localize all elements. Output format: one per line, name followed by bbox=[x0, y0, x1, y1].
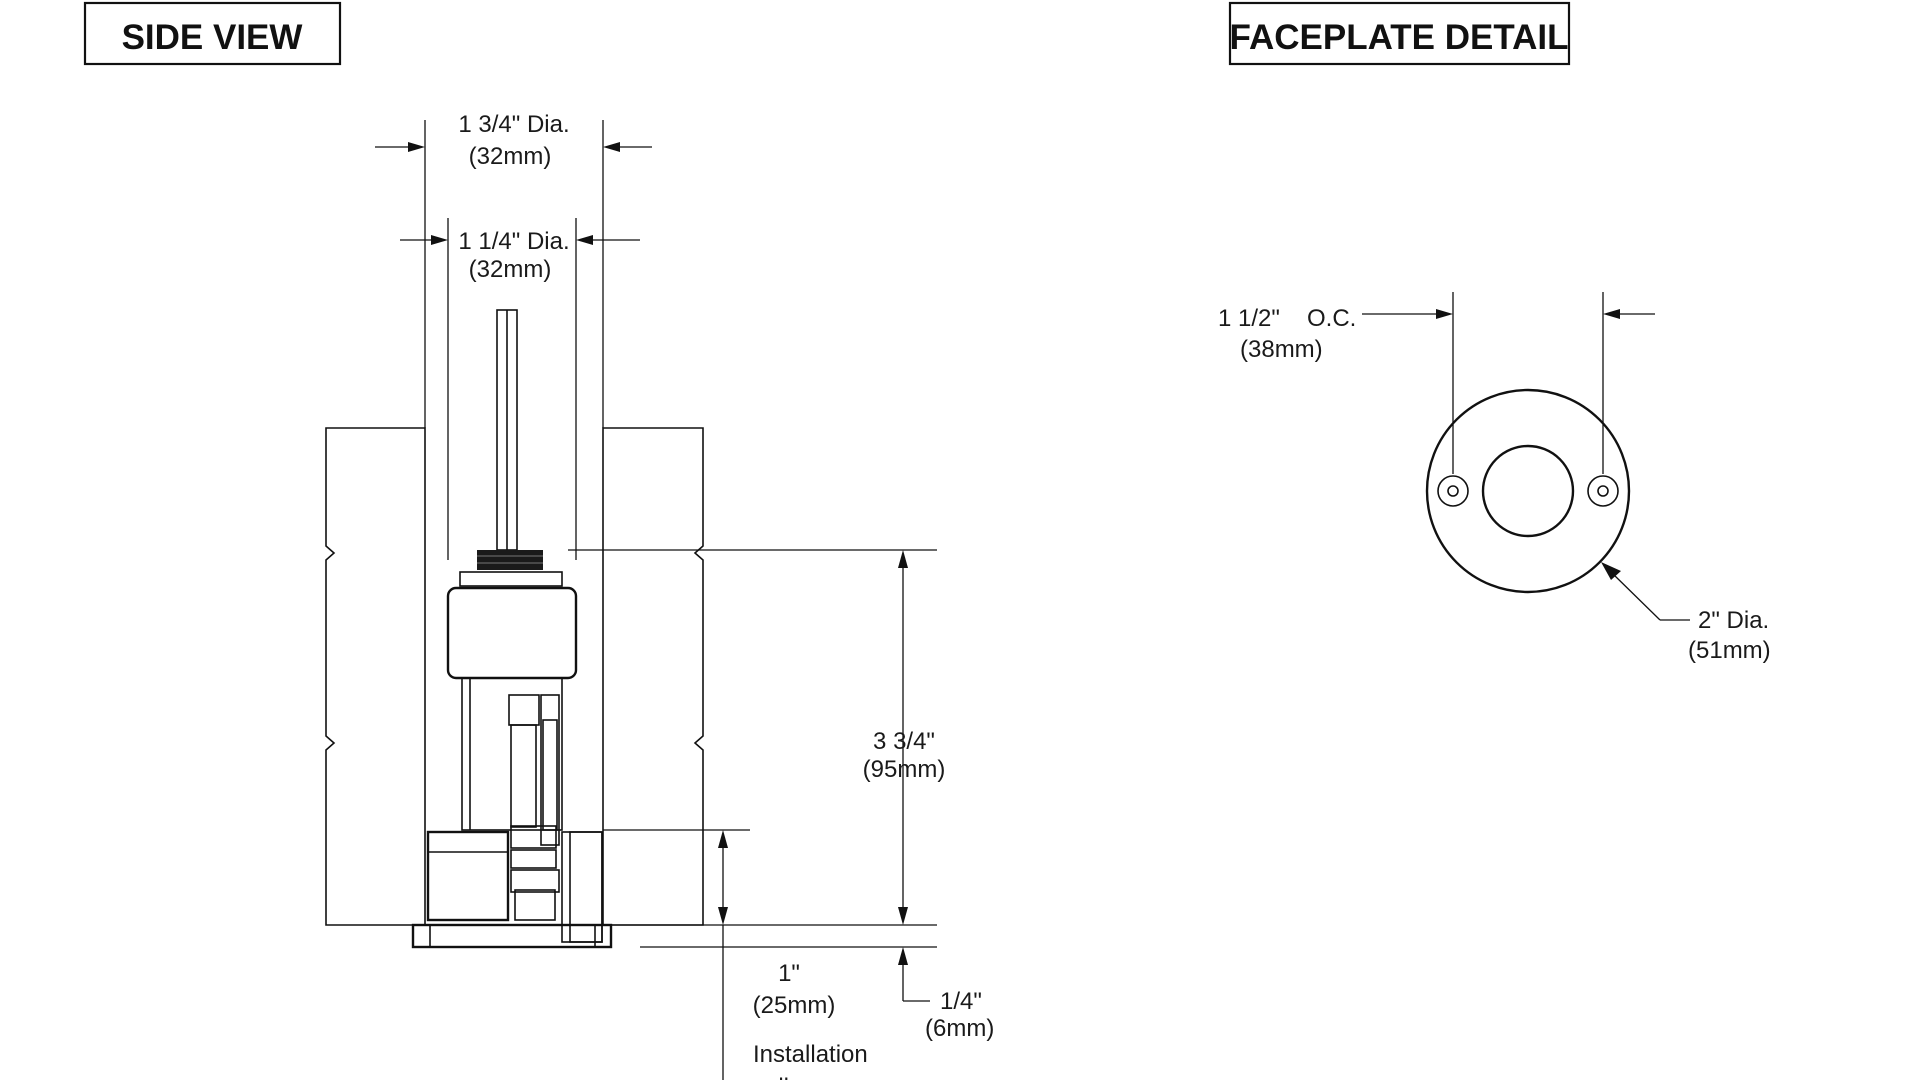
faceplate-flange bbox=[411, 923, 613, 949]
svg-text:O.C.: O.C. bbox=[1307, 305, 1356, 332]
screw-hole-right bbox=[1587, 475, 1619, 507]
height-dimension: 3 3/4" (95mm) bbox=[863, 550, 946, 925]
installation-collar bbox=[426, 830, 510, 922]
svg-text:SIDE VIEW: SIDE VIEW bbox=[122, 18, 303, 57]
extension-lines bbox=[424, 120, 937, 948]
svg-text:(6mm): (6mm) bbox=[925, 1015, 994, 1042]
svg-text:(32mm): (32mm) bbox=[469, 256, 552, 283]
svg-text:(25mm): (25mm) bbox=[753, 992, 836, 1019]
outer-diameter-dimension: 1 3/4" Dia. (32mm) bbox=[375, 111, 652, 170]
sensor-internals bbox=[508, 694, 560, 921]
sensor-body bbox=[461, 677, 563, 831]
hole-spacing-dimension: 1 1/2" O.C. (38mm) bbox=[1218, 292, 1655, 474]
svg-text:(95mm): (95mm) bbox=[863, 756, 946, 783]
concrete-wall-left bbox=[325, 427, 426, 926]
svg-text:collar: collar bbox=[753, 1074, 810, 1080]
svg-text:(32mm): (32mm) bbox=[469, 143, 552, 170]
svg-text:3 3/4": 3 3/4" bbox=[873, 728, 935, 755]
side-view-title: SIDE VIEW bbox=[83, 1, 342, 66]
inner-diameter-dimension: 1 1/4" Dia. (32mm) bbox=[400, 228, 640, 283]
svg-text:1/4": 1/4" bbox=[940, 988, 982, 1015]
svg-text:1 3/4" Dia.: 1 3/4" Dia. bbox=[458, 111, 569, 138]
faceplate-circle bbox=[1425, 388, 1631, 594]
svg-text:(38mm): (38mm) bbox=[1240, 336, 1323, 363]
svg-text:1": 1" bbox=[778, 960, 800, 987]
svg-text:(51mm): (51mm) bbox=[1688, 637, 1771, 664]
flange-dimension: 1/4" (6mm) bbox=[898, 947, 994, 1042]
plate-diameter-leader: 2" Dia. (51mm) bbox=[1601, 562, 1771, 664]
sensor-cap bbox=[446, 586, 578, 680]
screw-hole-left bbox=[1437, 475, 1469, 507]
svg-text:FACEPLATE DETAIL: FACEPLATE DETAIL bbox=[1230, 18, 1569, 57]
side-view: 1 3/4" Dia. (32mm) 1 1/4" Dia. (32mm) 3 … bbox=[325, 111, 994, 1080]
black-seal-ring bbox=[477, 550, 543, 570]
svg-text:Installation: Installation bbox=[753, 1041, 868, 1068]
faceplate-detail: 1 1/2" O.C. (38mm) 2" Dia. (51mm) bbox=[1218, 292, 1771, 664]
svg-text:1 1/2": 1 1/2" bbox=[1218, 305, 1280, 332]
collar-depth-dimension: 1" (25mm) Installation collar bbox=[718, 830, 868, 1080]
concrete-wall-right bbox=[602, 427, 704, 926]
sensor-stem bbox=[496, 309, 518, 551]
sensor-window bbox=[1481, 444, 1575, 538]
faceplate-detail-title: FACEPLATE DETAIL bbox=[1228, 1, 1571, 66]
svg-text:2" Dia.: 2" Dia. bbox=[1698, 607, 1769, 634]
svg-text:1 1/4" Dia.: 1 1/4" Dia. bbox=[458, 228, 569, 255]
